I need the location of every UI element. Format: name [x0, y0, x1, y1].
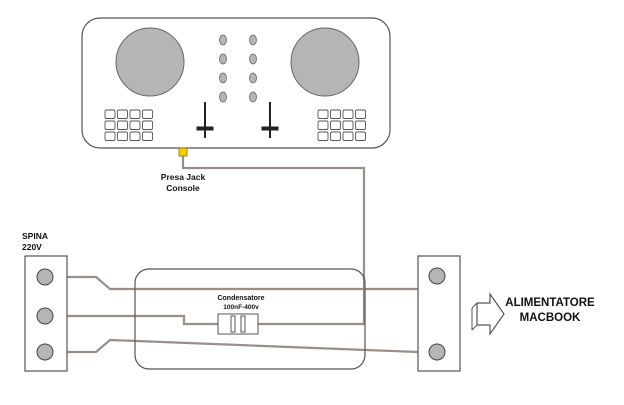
jack-label-line2: Console [166, 183, 200, 193]
pad-button [317, 131, 329, 141]
pin-icon [36, 307, 54, 325]
pad-button [355, 109, 366, 119]
right-platter-icon [290, 27, 360, 97]
pad-button [129, 109, 141, 119]
pad-button [317, 120, 329, 130]
pad-button [330, 120, 341, 130]
pad-button [342, 109, 354, 119]
left-fader-handle [196, 126, 214, 131]
left-platter-icon [115, 27, 185, 97]
pin-icon [36, 268, 54, 286]
right-pad-grid [317, 109, 366, 141]
pad-button [104, 109, 116, 119]
pad-button [142, 131, 153, 141]
pin-icon [428, 267, 446, 285]
left-pad-grid [104, 109, 153, 141]
pad-button [117, 131, 128, 141]
pad-button [104, 120, 116, 130]
capacitor-box: Condensatore 100nF-400v [134, 268, 366, 370]
pad-button [342, 131, 354, 141]
bottom-wire [45, 338, 437, 354]
knobs [219, 34, 257, 103]
jack-socket-icon [178, 147, 188, 157]
right-fader-handle [261, 126, 279, 131]
jack-wire [181, 156, 366, 326]
jack-label-line1: Presa Jack [161, 172, 206, 182]
pad-button [342, 120, 354, 130]
pad-button [355, 120, 366, 130]
knob-icon [219, 91, 227, 103]
pad-button [142, 109, 153, 119]
knob-icon [249, 91, 257, 103]
pad-button [129, 120, 141, 130]
pad-button [317, 109, 329, 119]
capacitor-plate-left [230, 315, 236, 333]
dj-console [81, 17, 391, 157]
pad-button [117, 109, 128, 119]
top-wire [45, 275, 439, 291]
knob-icon [249, 72, 257, 84]
pad-button [129, 131, 141, 141]
output-arrow-icon [471, 292, 505, 336]
middle-wire [45, 314, 220, 326]
knob-icon [249, 53, 257, 65]
knob-icon [219, 72, 227, 84]
knob-icon [219, 53, 227, 65]
pad-button [355, 131, 366, 141]
capacitor-enclosure [134, 268, 366, 370]
pad-button [117, 120, 128, 130]
pad-button [142, 120, 153, 130]
pad-button [330, 109, 341, 119]
pad-button [330, 131, 341, 141]
target-label-line2: MACBOOK [520, 312, 581, 324]
capacitor-body [217, 313, 259, 335]
capacitor-label-line2: 100nF-400v [223, 304, 259, 311]
knob-icon [249, 34, 257, 46]
plug-label-line2: 220V [22, 242, 42, 252]
faders [196, 102, 279, 138]
capacitor-plate-right [240, 315, 246, 333]
pin-icon [428, 343, 446, 361]
target-label-line1: ALIMENTATORE [505, 297, 595, 309]
plug-label-line1: SPINA [22, 231, 48, 241]
output-connector [417, 255, 461, 372]
capacitor-label-line1: Condensatore [217, 295, 264, 302]
wall-plug [24, 255, 68, 372]
pad-button [104, 131, 116, 141]
knob-icon [219, 34, 227, 46]
pin-icon [36, 343, 54, 361]
